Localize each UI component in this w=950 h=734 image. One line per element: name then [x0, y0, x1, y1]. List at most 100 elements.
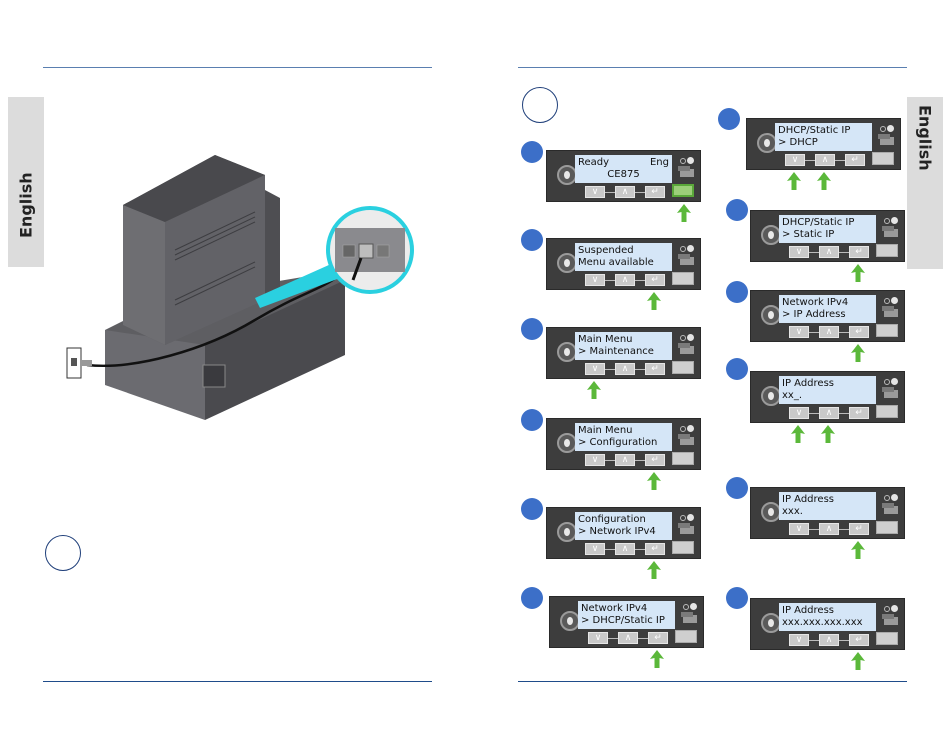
up-button[interactable]: ∧ [615, 543, 635, 555]
lcd-line-1: Main Menu [578, 334, 633, 345]
enter-button[interactable]: ↵ [849, 246, 869, 258]
card-status-icon [678, 434, 694, 445]
up-button[interactable]: ∧ [815, 154, 835, 166]
enter-button[interactable]: ↵ [849, 326, 869, 338]
user-button[interactable] [872, 152, 894, 165]
enter-button[interactable]: ↵ [849, 407, 869, 419]
user-button[interactable] [675, 630, 697, 643]
step-marker-right [522, 87, 558, 123]
down-button[interactable]: ∨ [785, 154, 805, 166]
enter-button[interactable]: ↵ [849, 634, 869, 646]
lcd-display: Network IPv4> IP Address [779, 295, 876, 323]
down-button[interactable]: ∨ [585, 186, 605, 198]
enter-button[interactable]: ↵ [645, 543, 665, 555]
press-arrow-icon [851, 344, 865, 362]
power-button-icon[interactable] [761, 613, 781, 633]
power-button-icon[interactable] [761, 305, 781, 325]
enter-button[interactable]: ↵ [849, 523, 869, 535]
down-button[interactable]: ∨ [789, 523, 809, 535]
up-button[interactable]: ∧ [615, 363, 635, 375]
ribbon-status-icon [884, 378, 898, 386]
power-button-icon[interactable] [761, 502, 781, 522]
down-button[interactable]: ∨ [585, 363, 605, 375]
down-button[interactable]: ∨ [789, 326, 809, 338]
lcd-display: Main Menu> Configuration [575, 423, 672, 451]
enter-button[interactable]: ↵ [845, 154, 865, 166]
user-button[interactable] [876, 521, 898, 534]
down-button[interactable]: ∨ [789, 407, 809, 419]
lcd-display: Network IPv4> DHCP/Static IP [578, 601, 675, 629]
user-button[interactable] [672, 272, 694, 285]
step-dot [521, 141, 543, 163]
step-dot [521, 587, 543, 609]
user-button[interactable] [672, 541, 694, 554]
printer-illustration [55, 150, 425, 430]
power-button-icon[interactable] [761, 225, 781, 245]
language-tab-left: English [8, 97, 44, 267]
enter-button[interactable]: ↵ [645, 186, 665, 198]
down-button[interactable]: ∨ [585, 274, 605, 286]
enter-button[interactable]: ↵ [645, 274, 665, 286]
up-button[interactable]: ∧ [615, 454, 635, 466]
enter-button[interactable]: ↵ [645, 454, 665, 466]
user-button[interactable] [876, 632, 898, 645]
user-button[interactable] [672, 184, 694, 197]
card-status-icon [678, 343, 694, 354]
lcd-line-2: > IP Address [782, 309, 846, 320]
user-button[interactable] [672, 361, 694, 374]
ribbon-status-icon [680, 425, 694, 433]
power-button-icon[interactable] [560, 611, 580, 631]
user-button[interactable] [876, 244, 898, 257]
step-dot [726, 477, 748, 499]
ribbon-status-icon [884, 605, 898, 613]
up-button[interactable]: ∧ [819, 407, 839, 419]
lcd-line-1: Network IPv4 [581, 603, 648, 614]
user-button[interactable] [876, 405, 898, 418]
navigation-buttons: ∨ ∧ ↵ [585, 274, 665, 286]
step-dot [521, 409, 543, 431]
up-button[interactable]: ∧ [615, 186, 635, 198]
step-dot [726, 358, 748, 380]
press-arrow-icon [787, 172, 801, 190]
up-button[interactable]: ∧ [819, 523, 839, 535]
down-button[interactable]: ∨ [789, 634, 809, 646]
user-button[interactable] [876, 324, 898, 337]
power-button-icon[interactable] [757, 133, 777, 153]
power-button-icon[interactable] [557, 165, 577, 185]
power-button-icon[interactable] [761, 386, 781, 406]
power-button-icon[interactable] [557, 253, 577, 273]
enter-button[interactable]: ↵ [645, 363, 665, 375]
card-status-icon [878, 134, 894, 145]
navigation-buttons: ∨ ∧ ↵ [585, 454, 665, 466]
enter-button[interactable]: ↵ [648, 632, 668, 644]
down-button[interactable]: ∨ [585, 543, 605, 555]
port-zoom-callout [326, 206, 414, 294]
power-button-icon[interactable] [557, 342, 577, 362]
up-button[interactable]: ∧ [618, 632, 638, 644]
up-button[interactable]: ∧ [819, 326, 839, 338]
press-arrow-icon [647, 292, 661, 310]
up-button[interactable]: ∧ [819, 634, 839, 646]
down-button[interactable]: ∨ [585, 454, 605, 466]
up-button[interactable]: ∧ [819, 246, 839, 258]
up-button[interactable]: ∧ [615, 274, 635, 286]
lcd-line-1: Main Menu [578, 425, 633, 436]
card-status-icon [681, 612, 697, 623]
ethernet-cable [86, 269, 346, 367]
navigation-buttons: ∨ ∧ ↵ [585, 363, 665, 375]
down-button[interactable]: ∨ [789, 246, 809, 258]
top-rule-right [518, 67, 907, 68]
lcd-line-1-right: Eng [649, 157, 669, 168]
down-button[interactable]: ∨ [588, 632, 608, 644]
lcd-line-2: xx_. [782, 390, 803, 401]
power-button-icon[interactable] [557, 433, 577, 453]
power-button-icon[interactable] [557, 522, 577, 542]
user-button[interactable] [672, 452, 694, 465]
press-arrow-icon [587, 381, 601, 399]
